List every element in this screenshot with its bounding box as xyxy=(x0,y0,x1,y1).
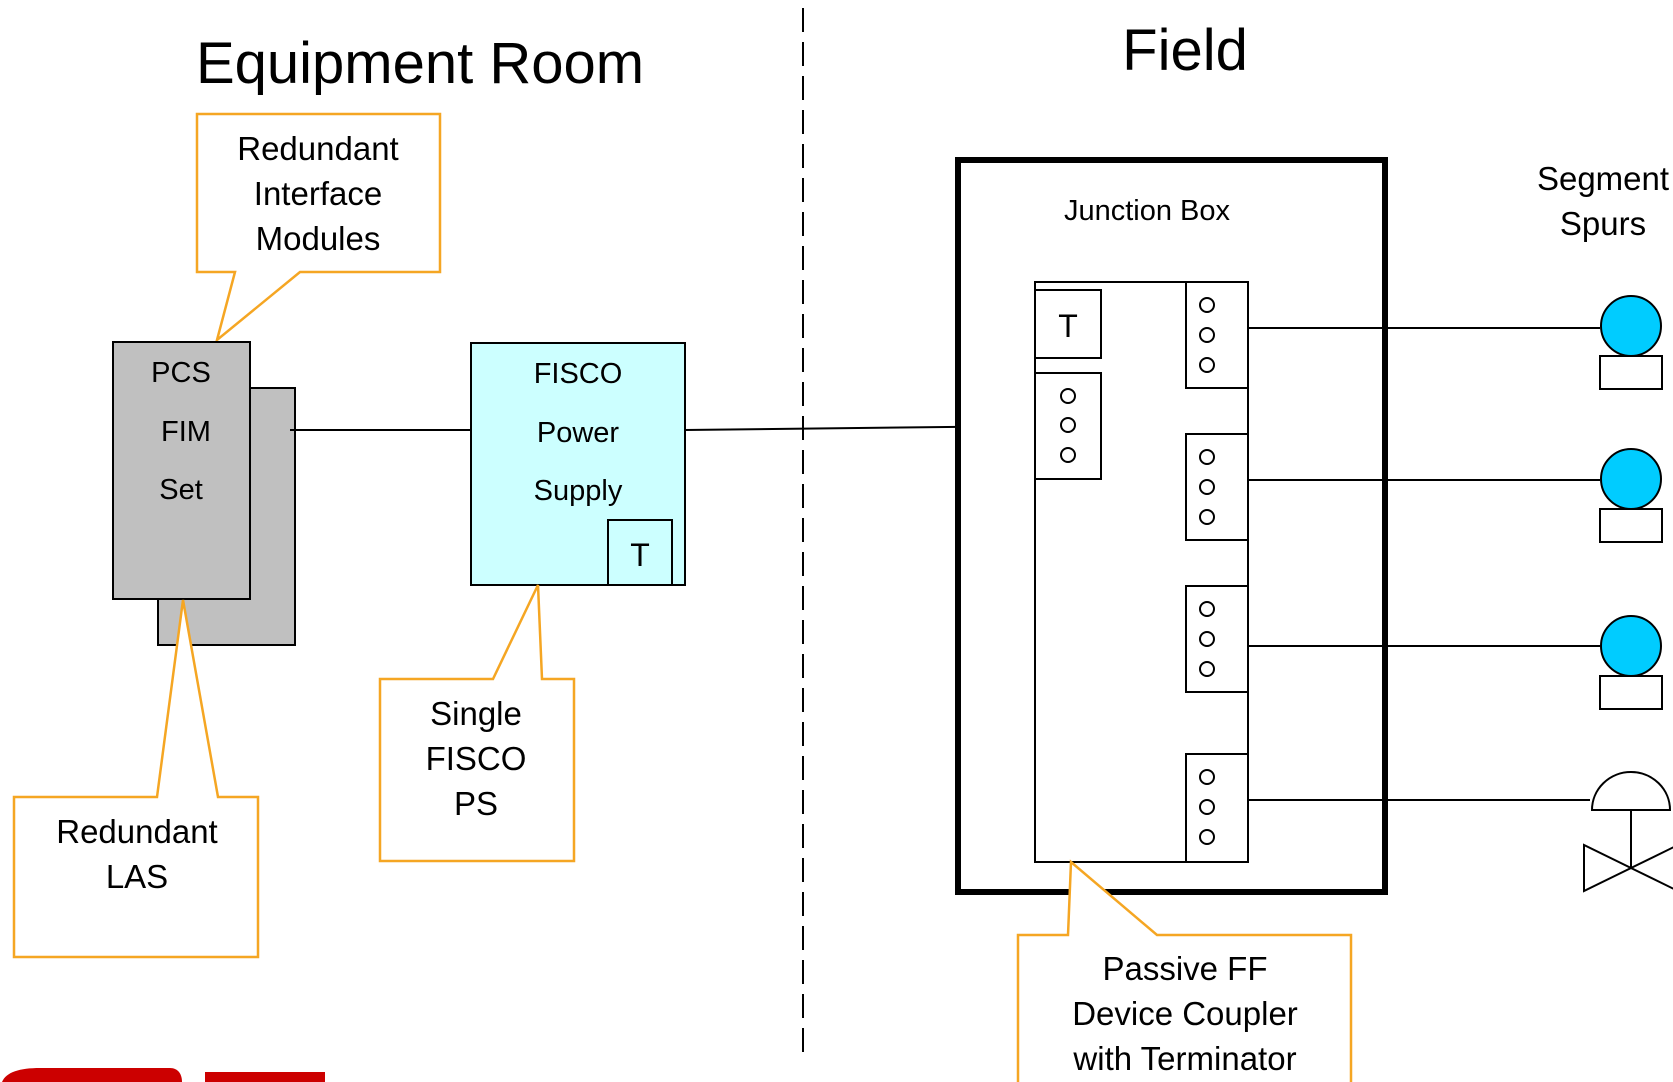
callout-passive-coupler: Passive FF Device Coupler with Terminato… xyxy=(1016,859,1353,1082)
callout-line: FISCO xyxy=(426,740,527,777)
callout-line: Modules xyxy=(256,220,381,257)
fim-primary-box xyxy=(112,341,251,600)
spur-terminal-block xyxy=(1185,281,1249,389)
fisco-terminator-label: T xyxy=(630,537,650,573)
callout-single-fisco-ps: Single FISCO PS xyxy=(378,584,576,863)
transmitter-device-icon xyxy=(1599,448,1663,543)
company-logo xyxy=(2,1068,325,1082)
junction-box-label: Junction Box xyxy=(1064,195,1231,227)
transmitter-device-icon xyxy=(1599,295,1663,390)
fisco-label-line: Supply xyxy=(534,475,623,507)
coupler-terminator-label: T xyxy=(1058,308,1078,344)
callout-redundant-interface-modules: Redundant Interface Modules xyxy=(195,112,442,344)
field-title: Field xyxy=(1122,18,1248,83)
callout-line: LAS xyxy=(106,858,168,895)
callout-line: with Terminator xyxy=(1072,1040,1296,1077)
callout-line: Interface xyxy=(254,175,382,212)
callout-line: PS xyxy=(454,785,498,822)
callout-line: Redundant xyxy=(237,130,398,167)
fim-label-line: FIM xyxy=(161,416,211,448)
callout-line: Redundant xyxy=(56,813,217,850)
callout-line: Single xyxy=(430,695,522,732)
callout-redundant-las: Redundant LAS xyxy=(12,599,260,959)
spur-terminal-block xyxy=(1185,433,1249,541)
callout-line: Device Coupler xyxy=(1072,995,1298,1032)
transmitter-device-icon xyxy=(1599,615,1663,710)
trunk-terminal-block xyxy=(1034,372,1102,480)
fisco-terminator-box xyxy=(607,519,673,586)
fisco-label-line: Power xyxy=(537,417,620,449)
equipment-room-title: Equipment Room xyxy=(196,31,644,96)
coupler-terminator-box xyxy=(1034,289,1102,359)
fim-label-line: Set xyxy=(159,474,203,506)
segment-spurs-label: Spurs xyxy=(1560,205,1646,242)
spur-terminal-block xyxy=(1185,585,1249,693)
callout-line: Passive FF xyxy=(1102,950,1267,987)
spur-terminal-block xyxy=(1185,753,1249,863)
fim-label-line: PCS xyxy=(151,357,211,389)
control-valve-icon xyxy=(1583,771,1673,893)
fisco-label-line: FISCO xyxy=(534,358,623,390)
segment-spurs-label: Segment xyxy=(1537,160,1669,197)
